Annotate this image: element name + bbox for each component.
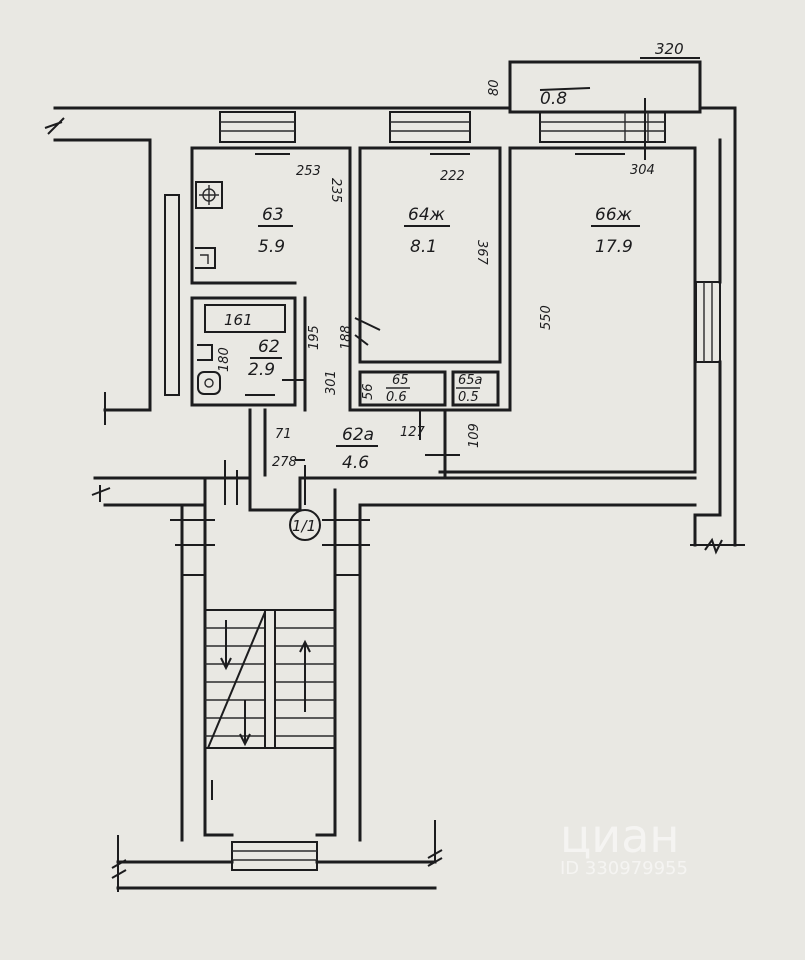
- hallway-area: 4.6: [342, 453, 369, 473]
- arrow-down-icon: [239, 700, 251, 747]
- room-small-area: 8.1: [410, 237, 437, 257]
- closet-a: 65 0.6 56: [358, 370, 447, 407]
- bathroom-label: 62: [258, 337, 280, 357]
- room-small-label: 64ж: [408, 205, 446, 225]
- watermark-id: ID 330979955: [560, 858, 688, 879]
- balcony: 0.8 320 80: [487, 40, 702, 110]
- window-stair-bottom: [231, 841, 318, 871]
- kitchen-label: 63: [262, 205, 284, 225]
- room-large: 66ж 17.9 304 550: [438, 98, 697, 474]
- bathroom-area: 2.9: [248, 360, 275, 380]
- hallway-dim-right: 109: [467, 423, 482, 448]
- toilet-icon: [197, 371, 221, 395]
- stove-icon: [195, 181, 223, 209]
- windows: [219, 111, 721, 871]
- window-kitchen: [219, 111, 296, 143]
- hallway-label: 62а: [342, 425, 374, 445]
- basin-icon: [197, 344, 213, 361]
- room-small-dim-top: 222: [440, 169, 465, 184]
- bathroom-dim-right: 301: [324, 370, 339, 395]
- arrow-down-icon: [220, 620, 232, 671]
- inner-corridor: 195 188 301: [303, 293, 512, 412]
- watermark-brand: циан: [560, 809, 679, 863]
- bathtub-dim: 161: [224, 311, 253, 329]
- room-small-dim-side: 367: [474, 240, 489, 266]
- kitchen-dim-top: 253: [296, 164, 321, 179]
- window-room-large: [539, 111, 666, 143]
- corridor-dim-1: 195: [307, 325, 322, 350]
- hallway-dim-bottom: 278: [272, 455, 297, 470]
- kitchen: 63 5.9 253 235: [164, 146, 352, 396]
- room-large-dim-top: 304: [630, 163, 655, 178]
- hallway: 71 278 62а 4.6 127 109: [263, 408, 482, 477]
- apartment-marker: [289, 509, 321, 541]
- sink-icon: [195, 247, 216, 269]
- stairwell: 1/1: [111, 408, 443, 892]
- balcony-width-dim: 320: [655, 40, 684, 58]
- apartment-number: 1/1: [292, 517, 316, 535]
- bathtub-icon: [204, 304, 286, 333]
- room-large-dim-side: 550: [539, 305, 554, 330]
- room-large-label: 66ж: [595, 205, 633, 225]
- closet-a-area: 0.6: [386, 390, 407, 405]
- closet-b: 65а 0.5: [451, 370, 500, 407]
- kitchen-area: 5.9: [258, 237, 285, 257]
- closet-a-dim: 56: [361, 383, 376, 400]
- bathroom: 161 62 2.9 180: [190, 296, 305, 407]
- closet-b-area: 0.5: [458, 390, 479, 405]
- closet-b-label: 65а: [458, 373, 483, 388]
- vent-shaft: [164, 194, 180, 396]
- staircase: [204, 609, 336, 749]
- hallway-dim-mid: 127: [400, 425, 426, 440]
- room-small: 64ж 8.1 222 367: [354, 146, 502, 364]
- arrow-up-icon: [299, 639, 311, 712]
- balcony-area: 0.8: [540, 89, 567, 109]
- corridor-dim-2: 188: [339, 325, 354, 350]
- kitchen-dim-side: 235: [328, 178, 343, 203]
- room-large-area: 17.9: [595, 237, 633, 257]
- watermark: циан ID 330979955: [560, 809, 688, 879]
- window-room-small: [389, 111, 471, 143]
- window-side: [695, 281, 721, 363]
- closet-a-label: 65: [392, 373, 409, 388]
- hallway-dim-left: 71: [275, 427, 292, 442]
- balcony-depth-dim: 80: [487, 79, 502, 96]
- bathroom-dim-side: 180: [217, 347, 232, 372]
